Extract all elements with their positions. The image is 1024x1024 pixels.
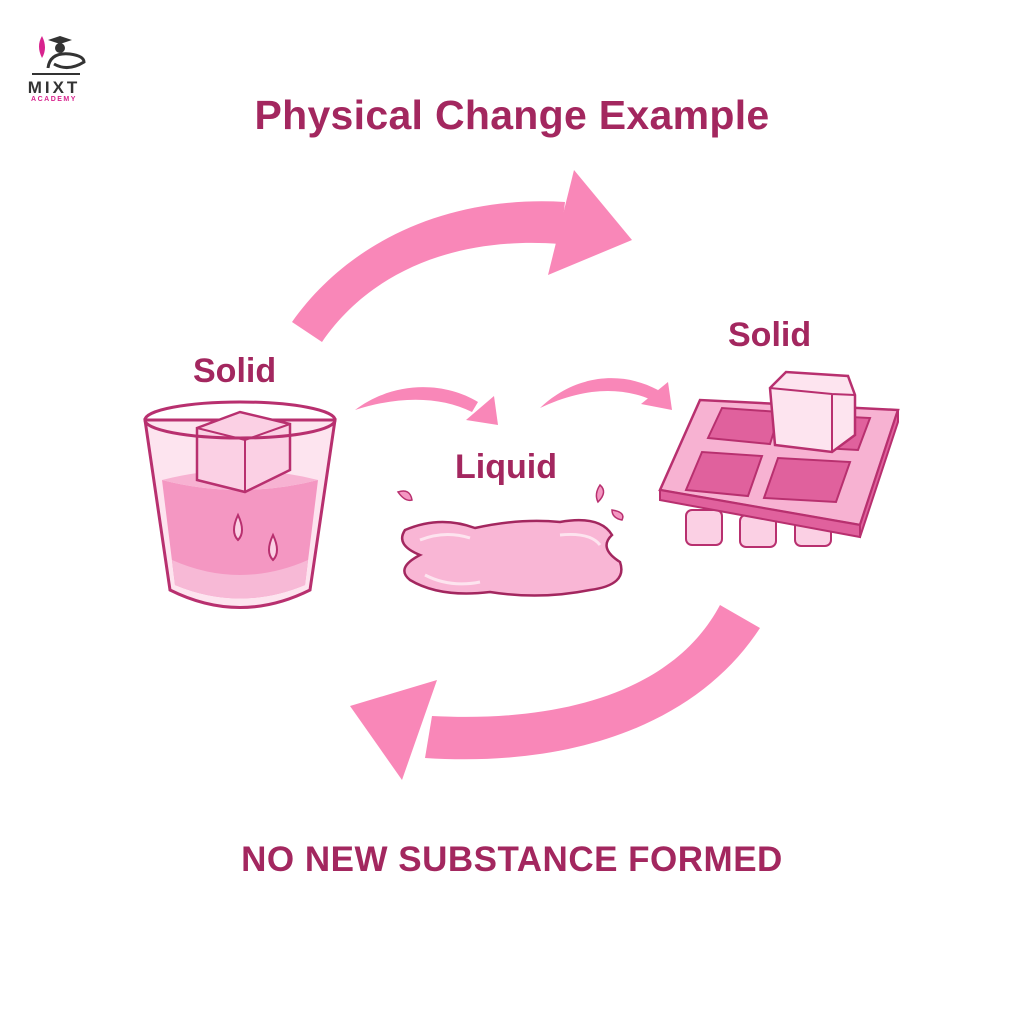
small-arrow-liquid-to-solid-icon — [540, 378, 672, 410]
puddle-icon — [396, 483, 624, 597]
glass-of-water-icon — [143, 400, 337, 609]
stage-label-solid-left: Solid — [193, 352, 277, 390]
big-arrow-top-icon — [292, 170, 632, 342]
ice-tray-icon — [658, 370, 900, 548]
big-arrow-bottom-icon — [350, 605, 760, 780]
diagram-title: Physical Change Example — [254, 92, 770, 138]
logo-sub-text: ACADEMY — [31, 96, 77, 103]
stage-label-solid-right: Solid — [728, 316, 812, 354]
footer-caption: NO NEW SUBSTANCE FORMED — [241, 840, 783, 879]
small-arrow-solid-to-liquid-icon — [355, 387, 498, 425]
mixt-academy-logo: MIXT ACADEMY — [18, 26, 90, 106]
logo-emblem-icon — [32, 36, 86, 75]
logo-main-text: MIXT — [27, 78, 81, 97]
stage-label-liquid: Liquid — [455, 448, 557, 486]
